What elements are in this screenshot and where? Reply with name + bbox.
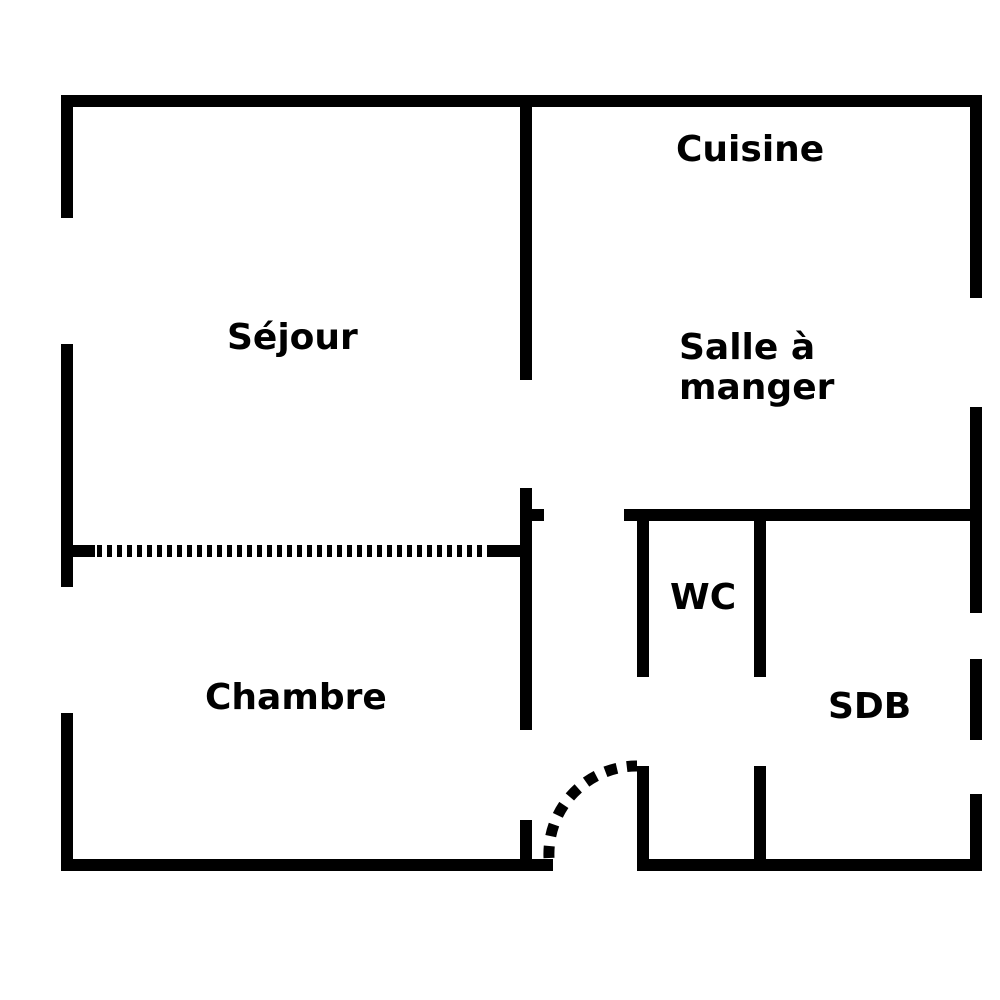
wall-left-3 — [61, 713, 73, 871]
wall-partition-end-left — [73, 545, 95, 557]
wall-bottom-right — [637, 859, 982, 871]
wall-bottom-left — [61, 859, 553, 871]
wall-partition-end-right — [490, 545, 520, 557]
room-label-salle-line2: manger — [679, 367, 835, 408]
room-label-cuisine: Cuisine — [676, 129, 825, 170]
wall-wc-right — [754, 509, 766, 677]
room-label-sdb: SDB — [828, 686, 912, 727]
room-label-salle-line1: Salle à — [679, 327, 816, 368]
room-label-sejour: Séjour — [227, 317, 358, 358]
wall-stub — [532, 509, 544, 521]
wall-right-4 — [970, 794, 982, 871]
wall-lower-right — [754, 766, 766, 871]
door-swing-arc — [543, 760, 638, 859]
room-label-wc: WC — [670, 577, 737, 618]
wall-wc-top — [624, 509, 982, 521]
wall-left-1 — [61, 95, 73, 218]
wall-right-1 — [970, 95, 982, 298]
wall-right-3 — [970, 659, 982, 740]
wall-wc-left — [637, 509, 649, 677]
wall-middle-1 — [520, 95, 532, 380]
wall-lower-left — [637, 766, 649, 871]
wall-middle-2 — [520, 488, 532, 730]
room-label-chambre: Chambre — [205, 677, 387, 718]
wall-left-2 — [61, 344, 73, 587]
wall-middle-3 — [520, 820, 532, 870]
